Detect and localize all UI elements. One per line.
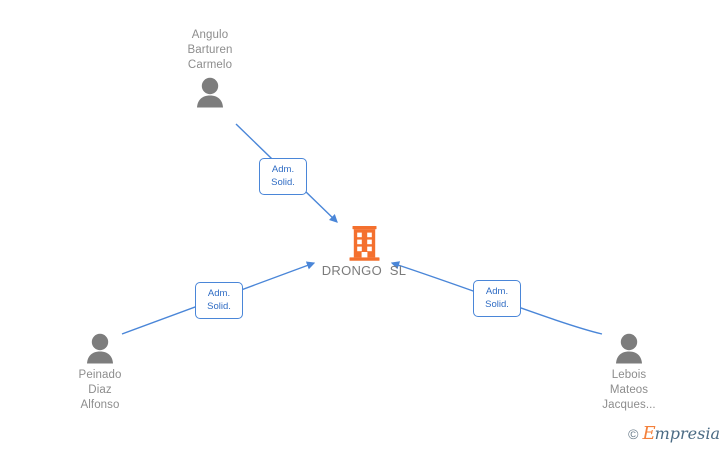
brand-initial: E bbox=[642, 423, 656, 444]
relation-label-lebois[interactable]: Adm. Solid. bbox=[473, 280, 521, 317]
company-name-label: DRONGO SL bbox=[321, 263, 407, 278]
relation-label-peinado[interactable]: Adm. Solid. bbox=[195, 282, 243, 319]
copyright-symbol: © bbox=[628, 426, 639, 442]
empresia-watermark: © Empresia bbox=[628, 425, 720, 444]
person-label-lebois: Lebois Mateos Jacques... bbox=[602, 369, 656, 411]
company-node[interactable]: DRONGO SL bbox=[284, 226, 444, 279]
person-label-peinado: Peinado Diaz Alfonso bbox=[78, 369, 122, 411]
person-node-lebois[interactable]: Lebois Mateos Jacques... bbox=[554, 332, 704, 413]
brand-name: mpresia bbox=[654, 424, 720, 443]
relation-label-angulo[interactable]: Adm. Solid. bbox=[259, 158, 307, 195]
building-icon bbox=[349, 226, 379, 261]
person-label-angulo: Angulo Barturen Carmelo bbox=[187, 29, 233, 71]
person-icon bbox=[616, 333, 642, 364]
person-icon bbox=[197, 77, 223, 108]
person-node-peinado[interactable]: Peinado Diaz Alfonso bbox=[25, 332, 175, 413]
person-node-angulo[interactable]: Angulo Barturen Carmelo bbox=[135, 28, 285, 108]
person-icon bbox=[87, 333, 113, 364]
